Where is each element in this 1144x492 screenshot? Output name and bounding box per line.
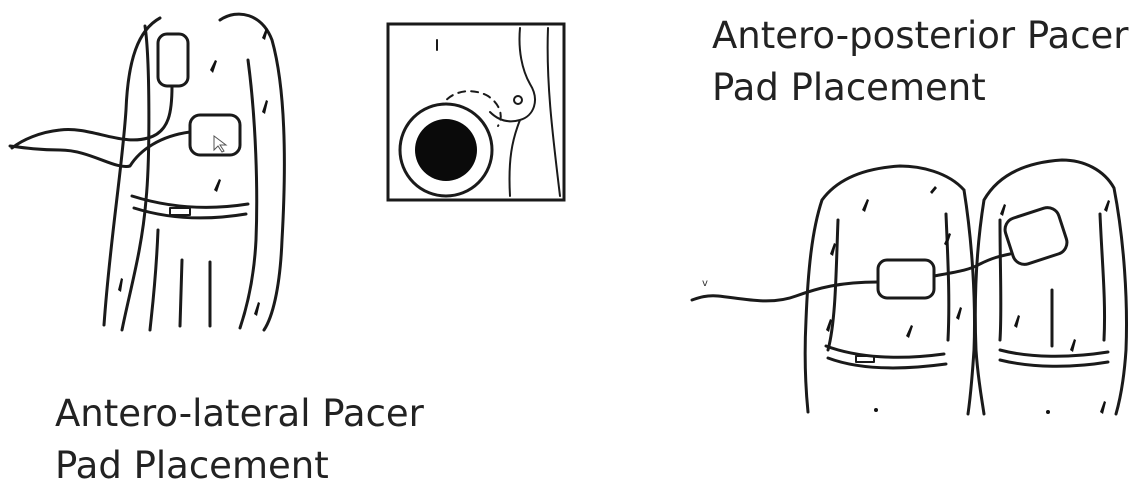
ap-anterior-pad [878,260,934,298]
placement-inset [388,24,564,200]
ap-posterior-waistband [1000,350,1108,366]
pad-cables [10,86,190,167]
antero-posterior-caption: Antero-posterior Pacer Pad Placement [712,10,1129,114]
leg-lines [150,230,210,330]
antero-lateral-caption: Antero-lateral Pacer Pad Placement [55,388,424,492]
antero-lateral-caption-line-1: Antero-lateral Pacer [55,392,424,435]
anterior-upper-pad [158,34,188,86]
ap-posterior-torso-outline [975,160,1126,414]
antero-posterior-figure: v [692,160,1127,414]
ap-posterior-pad [1002,205,1070,268]
ap-pad-cables [692,254,1010,301]
antero-posterior-caption-line-2: Pad Placement [712,66,986,109]
inset-pad-gel-center [415,119,477,181]
ap-cable-tip-mark: v [702,278,708,289]
hair-marks [118,28,268,316]
antero-lateral-caption-line-2: Pad Placement [55,444,329,487]
antero-lateral-figure [10,14,284,330]
ap-anterior-waistband [826,346,946,368]
ap-ground-dots [874,408,1050,414]
ap-anterior-buckle [856,356,874,362]
waistband-buckle [170,208,190,215]
antero-posterior-caption-line-1: Antero-posterior Pacer [712,14,1129,57]
anterior-torso-outline [104,14,284,330]
